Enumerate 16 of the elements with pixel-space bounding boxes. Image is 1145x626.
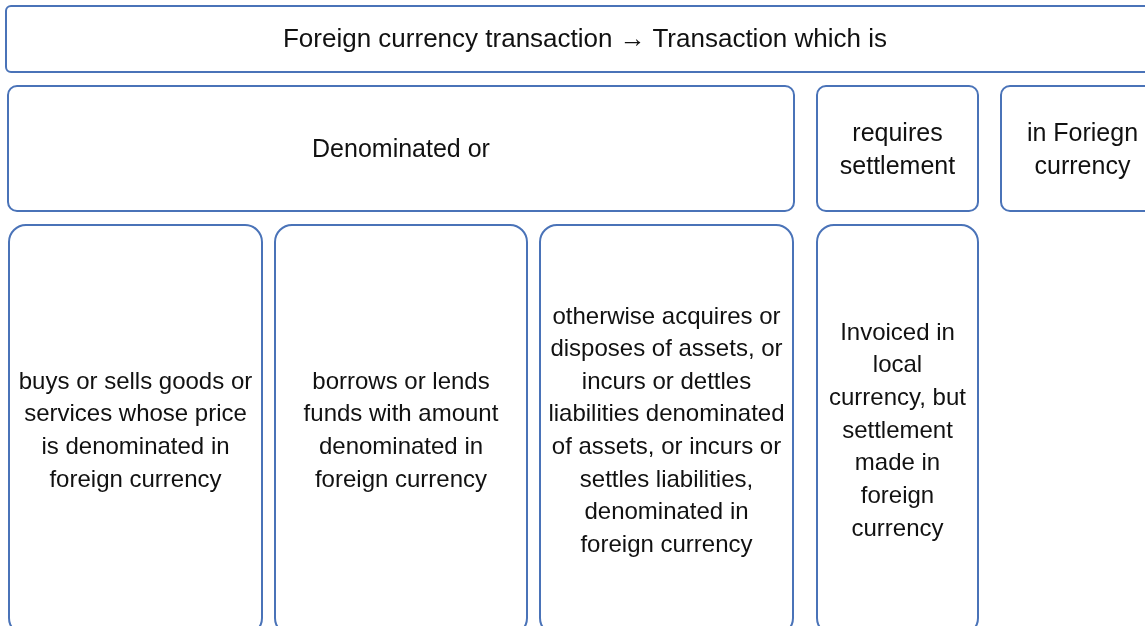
description-box xyxy=(539,224,794,626)
category-box xyxy=(1000,85,1145,212)
header-box xyxy=(5,5,1145,73)
box-text: Foreign currency transaction → Transaction which is xyxy=(282,22,888,56)
category-box xyxy=(816,85,979,212)
box-text: Denominated or xyxy=(311,133,491,165)
box-text: buys or sells goods or services whose price is denominated in foreign currency xyxy=(17,365,254,494)
description-box xyxy=(8,224,263,626)
box-text: Invoiced in local currency, but settlement made in foreign currency xyxy=(828,316,967,543)
box-text: otherwise acquires or disposes of assets, or incurs or dettles liabilities denominated of assets, or incurs or settles liabilities, denominated in foreign currency xyxy=(547,300,786,559)
box-text: requires settlement xyxy=(838,117,957,181)
box-text: borrows or lends funds with amount denominated in foreign currency xyxy=(302,365,500,494)
description-box xyxy=(816,224,979,626)
box-text: in Foriegn currency xyxy=(1025,117,1140,181)
category-box xyxy=(7,85,795,212)
description-box xyxy=(274,224,528,626)
